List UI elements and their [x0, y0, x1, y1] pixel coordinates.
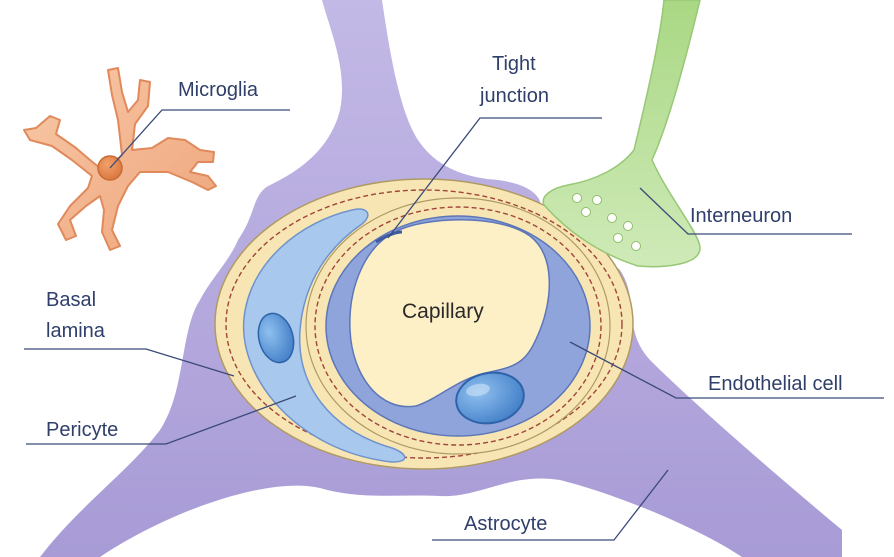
- label-tight-junction-2: junction: [479, 85, 549, 107]
- label-basal-lamina-2: lamina: [46, 320, 106, 342]
- label-microglia: Microglia: [178, 79, 259, 101]
- label-endothelial-cell: Endothelial cell: [708, 373, 843, 395]
- label-astrocyte: Astrocyte: [464, 513, 547, 535]
- label-interneuron: Interneuron: [690, 205, 792, 227]
- interneuron-cell: [543, 0, 700, 267]
- label-tight-junction-1: Tight: [492, 53, 536, 75]
- label-capillary: Capillary: [402, 300, 484, 323]
- label-pericyte: Pericyte: [46, 419, 118, 441]
- label-basal-lamina-1: Basal: [46, 289, 96, 311]
